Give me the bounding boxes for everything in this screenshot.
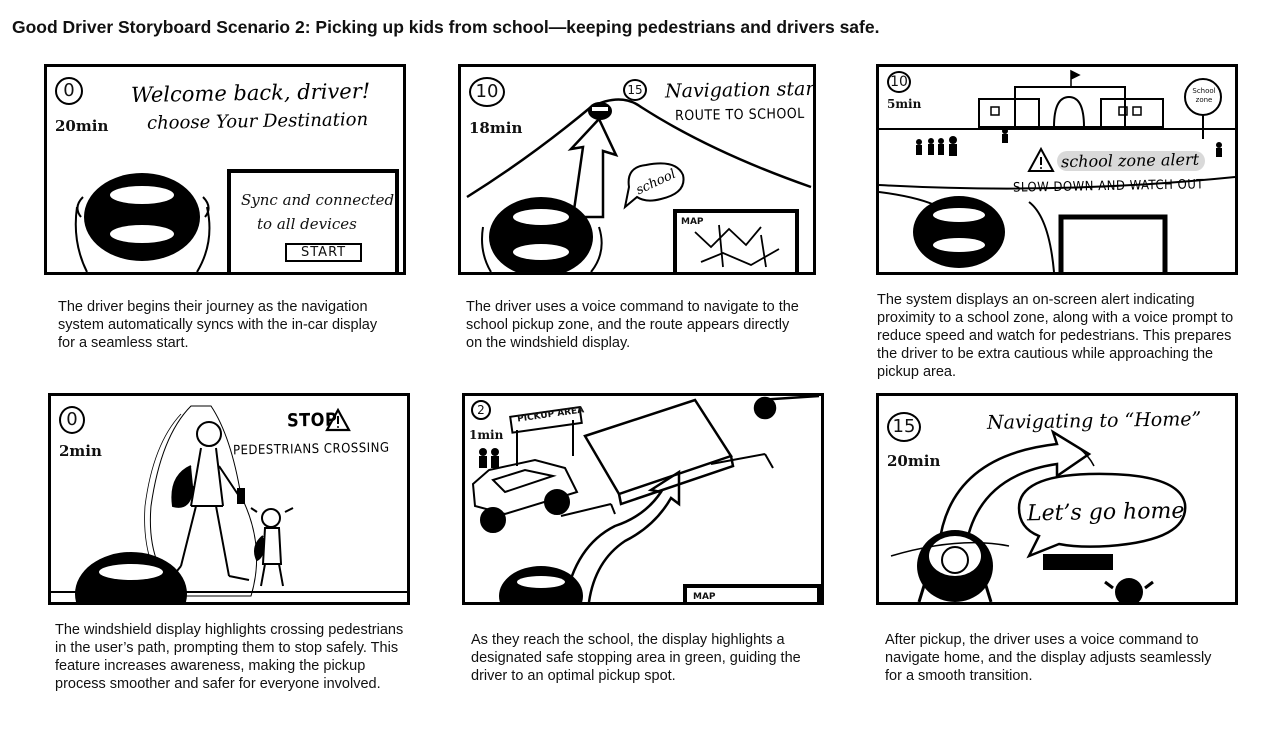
child-icon [1104, 578, 1154, 602]
start-button[interactable]: START [285, 243, 363, 262]
route-arrow-icon [563, 469, 681, 602]
time-badge: 10 [469, 77, 505, 107]
panel-2-caption: The driver uses a voice command to navig… [466, 299, 799, 351]
time-badge: 2 [471, 400, 491, 420]
panel-4-caption: The windshield display highlights crossi… [55, 622, 404, 692]
steering-wheel-icon [499, 566, 583, 602]
time-remaining: 5min [887, 97, 922, 111]
school-building-icon [978, 69, 1164, 128]
map-screen [673, 209, 799, 272]
pedestrians-icon [916, 128, 1222, 157]
storyboard-title: Good Driver Storyboard Scenario 2: Picki… [12, 17, 880, 37]
steering-wheel-icon [481, 197, 603, 272]
speech-bubble-text: Let’s go home [1026, 498, 1185, 527]
bus-icon [583, 396, 820, 506]
map-screen [683, 584, 821, 602]
panel-subheading: ROUTE TO SCHOOL [674, 105, 805, 125]
steering-wheel-icon [75, 552, 187, 602]
panel-2: 10 18min 15 Navigation starts ROUTE TO S… [458, 64, 816, 275]
panel-4-drawing [51, 405, 407, 602]
warning-icon [325, 407, 351, 432]
steering-wheel-icon [74, 173, 211, 272]
warning-icon [1027, 146, 1055, 172]
time-badge: 10 [887, 71, 911, 93]
panel-4: 0 2min STOP PEDESTRIANS CROSSING [48, 393, 410, 605]
panel-5-caption: As they reach the school, the display hi… [471, 632, 801, 684]
adult-pedestrian-icon [171, 421, 250, 581]
time-badge: 15 [887, 412, 921, 442]
dashboard-screen [1043, 554, 1113, 570]
time-remaining: 20min [887, 452, 941, 470]
panel-heading: Welcome back, driver! [130, 78, 371, 108]
car-icon [471, 458, 579, 533]
map-label: MAP [681, 217, 704, 227]
time-badge: 0 [55, 77, 83, 105]
panel-2-drawing [466, 98, 812, 272]
time-remaining: 18min [469, 119, 523, 137]
panel-subheading: choose Your Destination [146, 109, 369, 134]
time-remaining: 20min [55, 117, 109, 135]
panel-3-caption: The system displays an on-screen alert i… [877, 292, 1234, 380]
steering-wheel-icon [879, 191, 1055, 272]
panel-6-caption: After pickup, the driver uses a voice co… [885, 632, 1212, 684]
time-remaining: 1min [469, 428, 504, 442]
dashboard-screen [227, 169, 399, 272]
panel-1-drawing [74, 169, 399, 272]
panel-5: 2 1min PICKUP AREA MAP [462, 393, 824, 605]
eta-badge: 15 [623, 79, 647, 101]
time-badge: 0 [59, 406, 85, 434]
route-arrow-icon [567, 116, 619, 219]
panel-1-caption: The driver begins their journey as the n… [58, 299, 378, 351]
alert-text: school zone alert [1060, 149, 1200, 172]
panel-heading: Navigation starts [664, 77, 816, 103]
pedestrians-crossing-heading: PEDESTRIANS CROSSING [232, 440, 390, 459]
kids-icon [479, 448, 499, 468]
screen-text-line2: to all devices [257, 215, 357, 233]
route-arrow-icon [937, 429, 1092, 553]
panel-6: 15 20min Navigating to “Home” Let’s go h… [876, 393, 1238, 605]
map-label: MAP [693, 592, 716, 602]
panel-1: 0 20min Welcome back, driver! choose You… [44, 64, 406, 275]
dashboard-screen [1058, 214, 1168, 272]
time-remaining: 2min [59, 442, 102, 460]
panel-3: 10 5min School zone school zone alert SL… [876, 64, 1238, 275]
panel-3-drawing [879, 69, 1235, 272]
panel-5-drawing [471, 396, 821, 602]
stop-heading: STOP [286, 409, 338, 432]
driver-icon [917, 530, 993, 602]
child-pedestrian-icon [250, 507, 294, 587]
car-icon [588, 102, 612, 120]
panel-heading: Navigating to “Home” [986, 408, 1202, 434]
panel-6-drawing [890, 429, 1187, 602]
speech-bubble [1017, 472, 1187, 559]
screen-text-line1: Sync and connected [241, 191, 395, 209]
school-zone-sign: School zone [1192, 87, 1216, 104]
